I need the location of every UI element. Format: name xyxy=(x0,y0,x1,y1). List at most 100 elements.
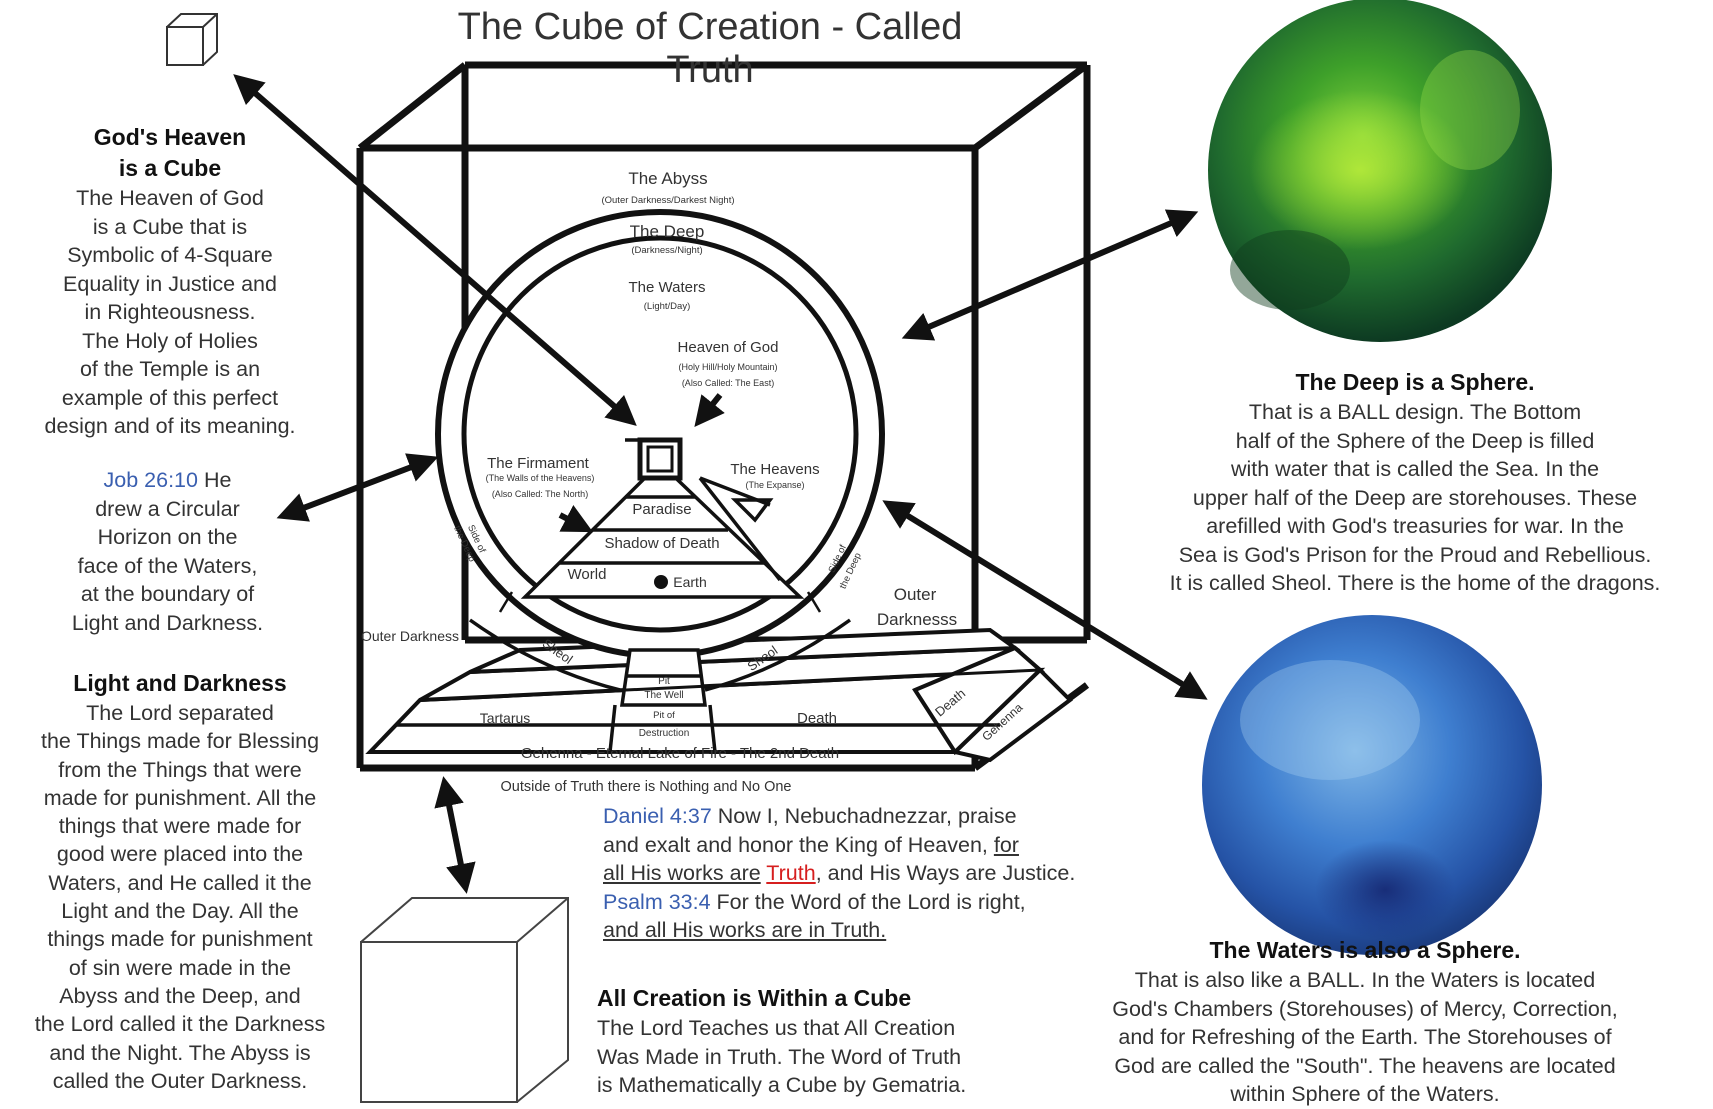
truth-word: Truth xyxy=(766,861,815,885)
heaven-text-line: Symbolic of 4-Square xyxy=(10,241,330,270)
waters-text-line: and for Refreshing of the Earth. The Sto… xyxy=(1065,1023,1665,1052)
label-heavens: The Heavens xyxy=(730,461,819,478)
small-cube-icon xyxy=(167,14,217,65)
deep-sphere-image xyxy=(1208,0,1552,342)
daniel-text-underlined: all His works are xyxy=(603,861,761,885)
label-pit-destruction-2: Destruction xyxy=(639,728,690,739)
deep-text-line: It is called Sheol. There is the home of… xyxy=(1120,569,1710,598)
light-text-line: made for punishment. All the xyxy=(0,784,360,812)
label-gehenna-bottom: Gehenna - Eternal Lake of Fire - The 2nd… xyxy=(521,745,839,762)
label-paradise: Paradise xyxy=(632,501,691,518)
label-world: World xyxy=(568,566,607,583)
job-text-line: at the boundary of xyxy=(35,580,300,609)
all-creation-heading: All Creation is Within a Cube xyxy=(597,983,1067,1014)
light-text-line: the Lord called it the Darkness xyxy=(0,1010,360,1038)
arrow-cube-to-large-cube xyxy=(445,785,465,885)
heaven-text-line: Equality in Justice and xyxy=(10,270,330,299)
label-tartarus: Tartarus xyxy=(480,710,531,726)
waters-sphere-image xyxy=(1202,615,1542,955)
deep-text-line: arefilled with God's treasuries for war.… xyxy=(1120,512,1710,541)
heaven-text-line: of the Temple is an xyxy=(10,355,330,384)
label-earth: Earth xyxy=(673,574,706,590)
heaven-text-line: is a Cube that is xyxy=(10,213,330,242)
light-text-line: and the Night. The Abyss is xyxy=(0,1039,360,1067)
deep-text-line: half of the Sphere of the Deep is filled xyxy=(1120,427,1710,456)
job-ref-link[interactable]: Job 26:10 xyxy=(104,468,198,492)
daniel-text: , and His Ways are Justice. xyxy=(816,861,1076,885)
light-text-line: Abyss and the Deep, and xyxy=(0,982,360,1010)
light-text-line: things that were made for xyxy=(0,812,360,840)
job-text-line: face of the Waters, xyxy=(35,552,300,581)
heaven-heading-2: is a Cube xyxy=(10,153,330,184)
job-text-line: He xyxy=(204,468,231,492)
label-firmament: The Firmament xyxy=(487,455,590,472)
waters-text-line: God are called the "South". The heavens … xyxy=(1065,1052,1665,1081)
label-abyss: The Abyss xyxy=(628,169,707,188)
label-deep-sub: (Darkness/Night) xyxy=(631,245,702,256)
label-abyss-sub: (Outer Darkness/Darkest Night) xyxy=(601,195,734,206)
deep-sphere-panel: The Deep is a Sphere. That is a BALL des… xyxy=(1120,367,1710,598)
light-text-line: from the Things that were xyxy=(0,756,360,784)
light-heading: Light and Darkness xyxy=(0,668,360,699)
deep-text-line: That is a BALL design. The Bottom xyxy=(1120,398,1710,427)
light-text-line: Waters, and He called it the xyxy=(0,869,360,897)
light-text-line: Light and the Day. All the xyxy=(0,897,360,925)
heaven-text-line: example of this perfect xyxy=(10,384,330,413)
waters-text-line: That is also like a BALL. In the Waters … xyxy=(1065,966,1665,995)
daniel-text: Now I, Nebuchadnezzar, praise xyxy=(718,804,1017,828)
deep-text-line: with water that is called the Sea. In th… xyxy=(1120,455,1710,484)
all-creation-text-line: Was Made in Truth. The Word of Truth xyxy=(597,1043,1067,1072)
label-firmament-sub2: (Also Called: The North) xyxy=(492,489,588,499)
label-outer-darkness-left: Outer Darkness xyxy=(361,628,459,644)
label-waters-sub: (Light/Day) xyxy=(644,301,690,312)
light-text-line: things made for punishment xyxy=(0,925,360,953)
heaven-text-line: The Heaven of God xyxy=(10,184,330,213)
heaven-text-line: The Holy of Holies xyxy=(10,327,330,356)
label-outside: Outside of Truth there is Nothing and No… xyxy=(501,779,792,795)
all-creation-text-line: is Mathematically a Cube by Gematria. xyxy=(597,1071,1067,1100)
psalm-ref-link[interactable]: Psalm 33:4 xyxy=(603,890,711,914)
earth-dot xyxy=(654,575,668,589)
label-pit-1: Pit xyxy=(658,676,670,687)
label-shadow: Shadow of Death xyxy=(604,535,719,552)
heaven-text-line: in Righteousness. xyxy=(10,298,330,327)
light-text-line: the Things made for Blessing xyxy=(0,727,360,755)
heaven-text-line: design and of its meaning. xyxy=(10,412,330,441)
label-heaven-of-god: Heaven of God xyxy=(678,339,779,356)
label-pit-destruction-1: Pit of xyxy=(653,710,675,721)
label-heavens-sub: (The Expanse) xyxy=(745,480,804,490)
psalm-text-underlined: and all His works are in Truth. xyxy=(603,916,1193,945)
waters-text-line: within Sphere of the Waters. xyxy=(1065,1080,1665,1109)
job-text-line: Horizon on the xyxy=(35,523,300,552)
job-panel: Job 26:10 He drew a Circular Horizon on … xyxy=(35,466,300,637)
label-outer-darkness-right1: Outer xyxy=(894,585,937,604)
heaven-cube-panel: God's Heaven is a Cube The Heaven of God… xyxy=(10,122,330,441)
heaven-heading-1: God's Heaven xyxy=(10,122,330,153)
light-text-line: good were placed into the xyxy=(0,840,360,868)
all-creation-panel: All Creation is Within a Cube The Lord T… xyxy=(597,983,1067,1100)
arrow-deep-sphere xyxy=(910,215,1190,335)
light-darkness-panel: Light and Darkness The Lord separated th… xyxy=(0,668,360,1095)
scripture-panel: Daniel 4:37 Now I, Nebuchadnezzar, prais… xyxy=(603,802,1193,945)
deep-heading: The Deep is a Sphere. xyxy=(1120,367,1710,398)
daniel-text-underlined: for xyxy=(994,833,1019,857)
deep-text-line: Sea is God's Prison for the Proud and Re… xyxy=(1120,541,1710,570)
psalm-text: For the Word of the Lord is right, xyxy=(717,890,1026,914)
light-text-line: of sin were made in the xyxy=(0,954,360,982)
label-heaven-of-god-sub1: (Holy Hill/Holy Mountain) xyxy=(678,362,777,372)
label-death-flat: Death xyxy=(797,710,837,727)
light-text-line: called the Outer Darkness. xyxy=(0,1067,360,1095)
daniel-ref-link[interactable]: Daniel 4:37 xyxy=(603,804,712,828)
job-text-line: Light and Darkness. xyxy=(35,609,300,638)
large-cube-icon xyxy=(361,898,568,1102)
label-firmament-sub1: (The Walls of the Heavens) xyxy=(486,473,595,483)
label-pit-2: The Well xyxy=(644,690,683,701)
label-heaven-of-god-sub2: (Also Called: The East) xyxy=(682,378,774,388)
light-text-line: The Lord separated xyxy=(0,699,360,727)
daniel-text: and exalt and honor the King of Heaven, xyxy=(603,833,988,857)
label-outer-darkness-right2: Darknesss xyxy=(877,610,957,629)
job-text-line: drew a Circular xyxy=(35,495,300,524)
all-creation-text-line: The Lord Teaches us that All Creation xyxy=(597,1014,1067,1043)
deep-text-line: upper half of the Deep are storehouses. … xyxy=(1120,484,1710,513)
label-waters: The Waters xyxy=(629,279,706,296)
